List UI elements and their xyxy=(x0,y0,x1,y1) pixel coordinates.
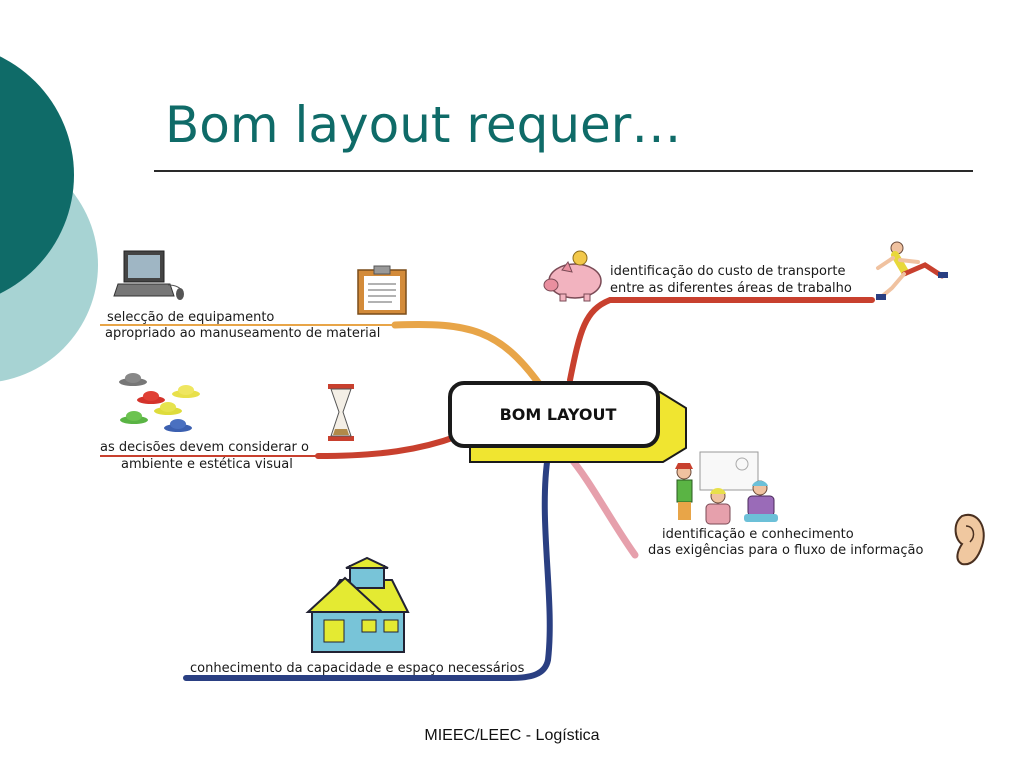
information-flow-label-line2: das exigências para o fluxo de informaçã… xyxy=(648,543,924,558)
piggy-bank-icon xyxy=(543,250,602,302)
branch-capacity xyxy=(183,452,553,681)
branch-environment xyxy=(315,433,461,459)
children-drawing-icon xyxy=(675,451,778,525)
environment-label-line2: ambiente e estética visual xyxy=(121,457,293,472)
house-icon xyxy=(305,556,410,653)
environment-label-line1: as decisões devem considerar o xyxy=(100,440,309,455)
transport-cost-label-line1: identificação do custo de transporte xyxy=(610,264,846,279)
branch-equipment xyxy=(391,320,544,389)
decorative-circles xyxy=(0,56,98,382)
information-flow-label-line1: identificação e conhecimento xyxy=(662,527,854,542)
laptop-icon xyxy=(113,250,184,300)
title-underline xyxy=(154,170,973,172)
central-node-label: BOM LAYOUT xyxy=(499,404,617,424)
slide-title: Bom layout requer… xyxy=(165,96,682,154)
central-node xyxy=(448,381,687,463)
equipment-label-line2: apropriado ao manuseamento de material xyxy=(105,326,381,341)
runner-icon xyxy=(876,241,948,300)
branch-transport-cost xyxy=(567,297,875,383)
branch-information-flow xyxy=(564,451,639,559)
hats-icon xyxy=(119,373,200,432)
dark-teal-circle xyxy=(0,56,74,294)
slide-footer: MIEEC/LEEC - Logística xyxy=(424,727,600,744)
ear-icon xyxy=(954,513,985,566)
clipboard-icon xyxy=(357,265,407,315)
capacity-label: conhecimento da capacidade e espaço nece… xyxy=(190,661,525,676)
hourglass-icon xyxy=(328,384,354,441)
transport-cost-label-line2: entre as diferentes áreas de trabalho xyxy=(610,281,852,296)
equipment-label-line1: selecção de equipamento xyxy=(107,310,275,325)
